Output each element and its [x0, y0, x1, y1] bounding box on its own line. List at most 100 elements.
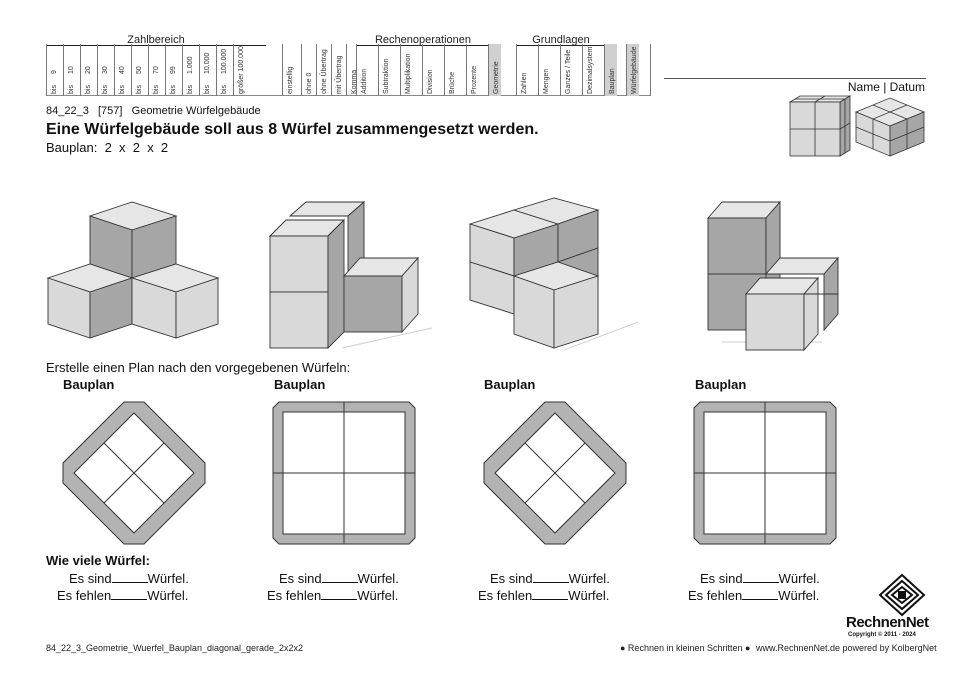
group-line [516, 45, 606, 46]
answer-prefix: Es sind [490, 571, 533, 586]
cube-building-3 [468, 197, 639, 351]
footer-website[interactable]: www.RechnenNet.de powered by KolbergNet [756, 643, 937, 653]
footer-filename: 84_22_3_Geometrie_Wuerfel_Bauplan_diagon… [46, 643, 304, 653]
answer-blank[interactable] [321, 570, 358, 583]
logo-copyright: Copyright © 2011 - 2024 [848, 632, 916, 638]
header-column-label: Würfelgebäude [631, 46, 638, 94]
answer-blank[interactable] [532, 570, 569, 583]
col-prefix: bis [68, 85, 75, 94]
bauplan-label: Bauplan: [46, 140, 98, 155]
logo-text: RechnenNet [846, 614, 929, 631]
grund-col-1: Mengen [538, 44, 551, 96]
worksheet-code: 84_22_3 [46, 105, 89, 117]
col-prefix: bis [119, 85, 126, 94]
name-datum-label: Name | Datum [847, 80, 925, 94]
zahlbereich-col-8: bis 1.000 [182, 44, 195, 96]
question-title: Wie viele Würfel: [46, 553, 150, 568]
cube-building-1 [46, 201, 220, 339]
bauplan-dimensions: Bauplan: 2 x 2 x 2 [46, 140, 168, 155]
header-column-label: Division [427, 69, 434, 94]
misc-col-1: ohne 0 [301, 44, 314, 96]
answer-prefix: Es fehlen [478, 588, 533, 603]
col-prefix: bis [187, 85, 194, 94]
answer-blank[interactable] [742, 587, 779, 600]
answer-blank[interactable] [321, 587, 358, 600]
answer-sind-3: Es sind Würfel. [490, 570, 610, 586]
col-value: 1.000 [187, 56, 194, 74]
answer-blank[interactable] [532, 587, 569, 600]
header-column-label: ohne 0 [306, 72, 313, 94]
header-bottom-line [46, 95, 650, 96]
grund-col-5: Würfelgebäude [626, 44, 639, 96]
plan-label-1: Bauplan [63, 377, 115, 392]
header-column-label: Brüche [449, 71, 456, 94]
cube-building-4 [707, 200, 839, 352]
answer-prefix: Es sind [700, 571, 743, 586]
col-prefix: bis [51, 85, 58, 94]
header-column-label: Addition [361, 68, 368, 94]
group-grundlagen: Grundlagen [532, 34, 590, 46]
group-line [356, 45, 490, 46]
bauplan-grid-square-4[interactable] [692, 400, 838, 546]
col-value: 50 [136, 66, 143, 74]
header-column-label: Prozente [471, 65, 478, 94]
plan-label-3: Bauplan [484, 377, 536, 392]
misc-col-2: ohne Übertrag [316, 44, 329, 96]
answer-prefix: Es fehlen [688, 588, 743, 603]
answer-prefix: Es sind [69, 571, 112, 586]
header-column-label: Subtraktion [383, 58, 390, 94]
col-prefix: bis [102, 85, 109, 94]
header-right-border [650, 44, 651, 96]
answer-blank[interactable] [111, 587, 148, 600]
col-value: 20 [85, 66, 92, 74]
bauplan-grid-square-2[interactable] [271, 400, 417, 546]
answer-prefix: Es fehlen [57, 588, 112, 603]
answer-suffix: Würfel. [147, 571, 189, 586]
grund-col-4: Bauplan [604, 44, 617, 96]
worksheet-meta: 84_22_3 [757] Geometrie Würfelgebäude [46, 105, 261, 117]
answer-sind-4: Es sind Würfel. [700, 570, 820, 586]
plan-label-2: Bauplan [274, 377, 326, 392]
worksheet-number: [757] [98, 105, 123, 117]
answer-blank[interactable] [111, 570, 148, 583]
bauplan-grid-diagonal-3[interactable] [482, 400, 628, 546]
col-value: 10 [68, 66, 75, 74]
rechnennet-logo-icon [878, 573, 926, 617]
col-value: 100.000 [221, 48, 228, 74]
zahlbereich-col-11: größer 100.000 [233, 44, 246, 96]
rechen-col-5: Prozente [466, 44, 479, 96]
misc-col-3: mit Übertrag [331, 44, 344, 96]
col-prefix: bis [153, 85, 160, 94]
header-column-label: Dezimalsystem [587, 46, 594, 94]
header-column-label: Ganzes / Teile [565, 49, 572, 94]
zahlbereich-col-4: bis 40 [114, 44, 127, 96]
name-line [664, 78, 926, 79]
col-prefix: bis [221, 85, 228, 94]
misc-col-0: einstellig [282, 44, 295, 96]
answer-blank[interactable] [742, 570, 779, 583]
bauplan-dims: 2 x 2 x 2 [104, 140, 169, 155]
answer-prefix: Es sind [279, 571, 322, 586]
bauplan-grid-diagonal-1[interactable] [61, 400, 207, 546]
zahlbereich-col-0: bis 9 [46, 44, 59, 96]
header-column-label: einstellig [287, 66, 294, 94]
col-value: 9 [51, 70, 58, 74]
plan-label-4: Bauplan [695, 377, 747, 392]
col-value: 40 [119, 66, 126, 74]
header-column-label: Bauplan [609, 68, 616, 94]
col-value: 99 [170, 66, 177, 74]
answer-suffix: Würfel. [778, 571, 820, 586]
answer-suffix: Würfel. [568, 571, 610, 586]
answer-suffix: Würfel. [147, 588, 189, 603]
col-value: 10.000 [204, 52, 211, 74]
answer-fehlen-1: Es fehlen Würfel. [57, 587, 188, 603]
header-column-label: ohne Übertrag [321, 49, 328, 94]
footer-slogan: ● Rechnen in kleinen Schritten ● [620, 643, 751, 653]
